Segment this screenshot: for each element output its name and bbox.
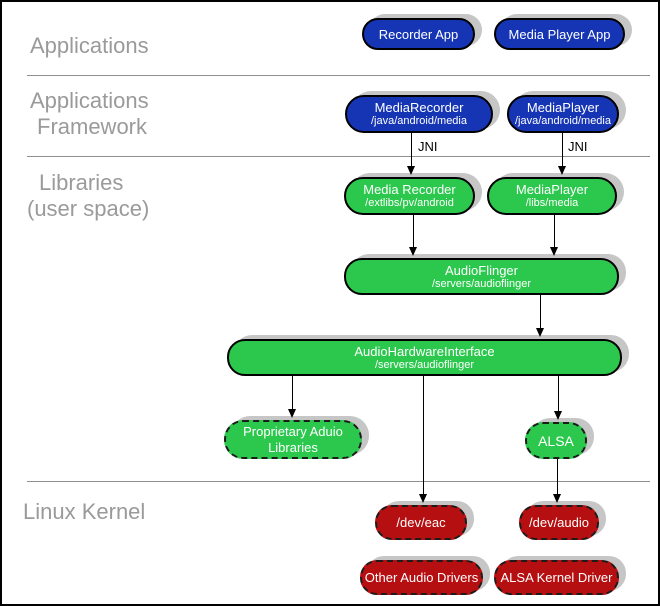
edge-audioflinger-to-ahi-arrowhead — [536, 328, 544, 337]
edge-ahi-to-alsa-arrowhead — [554, 411, 562, 420]
node-dev-eac-title: /dev/eac — [396, 515, 446, 530]
node-audiohardwareinterface-title: AudioHardwareInterface — [354, 343, 495, 359]
node-proprietary-audio-libraries-title: Proprietary Aduio Libraries — [243, 423, 343, 455]
node-audiohardwareinterface: AudioHardwareInterface /servers/audiofli… — [227, 339, 622, 376]
node-mediaplayer-framework-title: MediaPlayer — [526, 100, 600, 115]
node-audioflinger-path: /servers/audioflinger — [431, 277, 532, 290]
node-mediaplayer-framework-path: /java/android/media — [514, 115, 611, 127]
node-mediaplayer-framework: MediaPlayer /java/android/media — [507, 95, 619, 133]
row-label-applications: Applications — [30, 33, 149, 58]
node-mediaplayer-lib-path: /libs/media — [525, 197, 579, 209]
node-recorder-app-title: Recorder App — [378, 26, 459, 42]
divider-applications — [27, 75, 650, 76]
node-media-player-app: Media Player App — [494, 18, 625, 50]
row-label-libraries: Libraries (user space) — [27, 170, 149, 222]
node-media-recorder-lib-title: Media Recorder — [363, 182, 456, 197]
edge-mediaplayer-to-lib-line — [562, 133, 563, 167]
row-label-framework: Applications Framework — [30, 88, 149, 140]
node-dev-audio: /dev/audio — [519, 505, 599, 540]
node-other-audio-drivers-title: Other Audio Drivers — [364, 570, 479, 585]
edge-playerlib-to-audioflinger-arrowhead — [550, 247, 558, 256]
node-alsa-kernel-driver: ALSA Kernel Driver — [494, 560, 619, 595]
node-mediaplayer-lib: MediaPlayer /libs/media — [487, 177, 617, 215]
edge-recorderlib-to-audioflinger-line — [413, 215, 414, 248]
row-label-linux-kernel: Linux Kernel — [23, 499, 146, 524]
node-proprietary-audio-libraries: Proprietary Aduio Libraries — [224, 420, 362, 459]
node-media-recorder-lib-path: /extlibs/pv/android — [365, 197, 454, 209]
node-media-recorder-lib: Media Recorder /extlibs/pv/android — [344, 177, 475, 215]
edge-mediarecorder-to-lib-arrowhead — [407, 166, 415, 175]
jni-label-right: JNI — [568, 139, 588, 154]
row-label-framework-line1: Applications — [30, 88, 149, 113]
edge-ahi-to-proprietary-arrowhead — [288, 409, 296, 418]
node-alsa-title: ALSA — [538, 432, 574, 449]
node-dev-audio-title: /dev/audio — [529, 515, 589, 530]
edge-ahi-to-deveac-arrowhead — [419, 494, 427, 503]
edge-ahi-to-deveac-line — [423, 376, 424, 495]
divider-kernel — [27, 481, 650, 482]
row-label-framework-line2: Framework — [37, 114, 148, 139]
node-audioflinger-title: AudioFlinger — [445, 262, 518, 278]
jni-label-left: JNI — [418, 139, 438, 154]
edge-audioflinger-to-ahi-line — [540, 295, 541, 329]
node-dev-eac: /dev/eac — [375, 505, 467, 540]
row-label-libraries-line1: Libraries — [39, 170, 124, 195]
node-mediarecorder-framework-title: MediaRecorder — [374, 100, 464, 115]
edge-recorderlib-to-audioflinger-arrowhead — [409, 247, 417, 256]
node-media-player-app-title: Media Player App — [508, 26, 611, 42]
divider-framework — [27, 156, 650, 157]
edge-playerlib-to-audioflinger-line — [554, 215, 555, 248]
node-mediarecorder-framework: MediaRecorder /java/android/media — [345, 95, 493, 133]
row-label-libraries-line2: (user space) — [27, 196, 150, 221]
edge-alsa-to-devaudio-arrowhead — [553, 494, 561, 503]
node-mediarecorder-framework-path: /java/android/media — [370, 115, 467, 127]
edge-mediaplayer-to-lib-arrowhead — [558, 166, 566, 175]
edge-alsa-to-devaudio-line — [557, 459, 558, 495]
node-mediaplayer-lib-title: MediaPlayer — [515, 182, 589, 197]
edge-ahi-to-proprietary-line — [292, 376, 293, 410]
node-alsa-kernel-driver-title: ALSA Kernel Driver — [500, 570, 613, 585]
edge-mediarecorder-to-lib-line — [411, 133, 412, 167]
node-recorder-app: Recorder App — [362, 18, 475, 50]
node-alsa: ALSA — [525, 422, 587, 459]
node-audiohardwareinterface-path: /servers/audioflinger — [374, 358, 475, 371]
node-other-audio-drivers: Other Audio Drivers — [360, 560, 483, 595]
node-audioflinger: AudioFlinger /servers/audioflinger — [344, 258, 619, 295]
edge-ahi-to-alsa-line — [558, 376, 559, 412]
